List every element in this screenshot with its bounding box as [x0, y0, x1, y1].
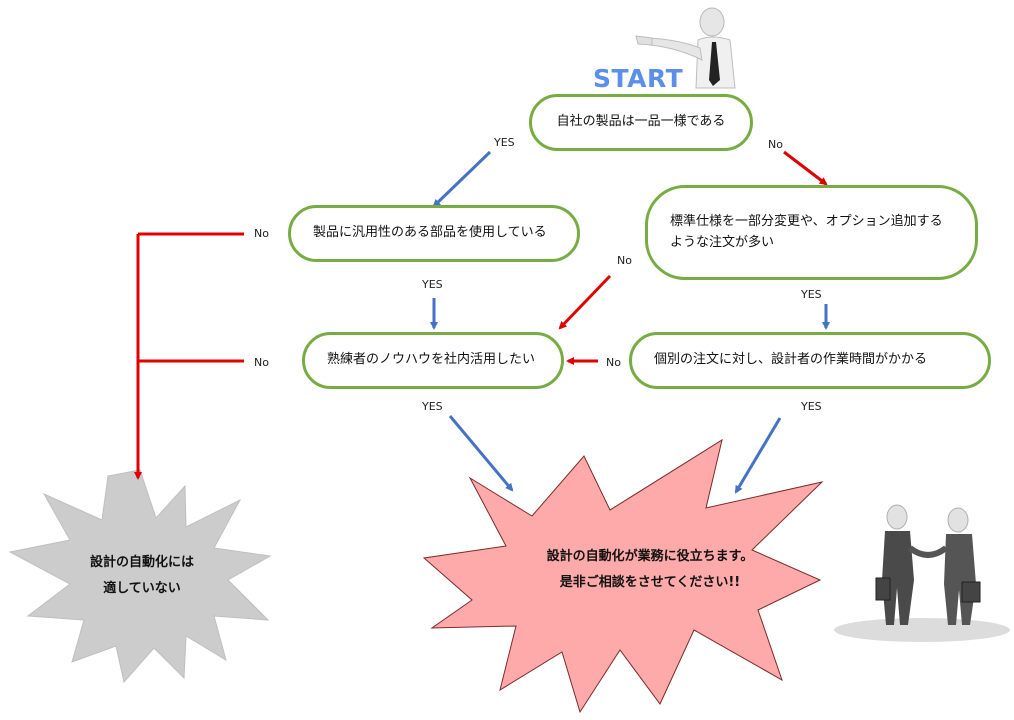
start-label: START: [593, 64, 684, 93]
not-suitable-starburst: [8, 469, 272, 684]
arrow-q5-yes: [734, 417, 782, 494]
label-q5-no: No: [606, 356, 621, 369]
label-q1-yes: YES: [494, 136, 515, 149]
not-suitable-text: 設計の自動化には 適していない: [68, 550, 216, 602]
arrow-q3-no: [558, 274, 612, 330]
arrow-q1-no: [783, 150, 828, 186]
decision-text: 熟練者のノウハウを社内活用したい: [327, 352, 536, 368]
decision-text: 個別の注文に対し、設計者の作業時間がかかる: [654, 352, 928, 368]
label-q1-no: No: [768, 138, 783, 151]
label-q3-yes: YES: [801, 288, 822, 301]
handshake-businessmen-icon: [834, 504, 1010, 642]
label-q2-no: No: [254, 227, 269, 240]
label-q3-no: No: [617, 254, 632, 267]
decision-one-off-products: 自社の製品は一品一様である: [529, 94, 753, 151]
pointing-person-icon: [635, 7, 736, 89]
suitable-text: 設計の自動化が業務に役立ちます。 是非ご相談をさせてください!!: [510, 544, 790, 596]
decision-share-expert-knowhow: 熟練者のノウハウを社内活用したい: [302, 332, 564, 389]
arrow-no-to-not-suitable: [134, 232, 244, 480]
decision-common-parts: 製品に汎用性のある部品を使用している: [288, 205, 580, 262]
not-suitable-line1: 設計の自動化には: [89, 555, 194, 570]
decision-text: 自社の製品は一品一様である: [556, 114, 726, 130]
suitable-line2: 是非ご相談をさせてください!!: [559, 575, 741, 590]
label-q2-yes: YES: [422, 278, 443, 291]
label-q5-yes: YES: [801, 400, 822, 413]
arrow-q1-yes: [432, 150, 492, 208]
suitable-line1: 設計の自動化が業務に役立ちます。: [546, 549, 754, 564]
suitable-starburst: [422, 438, 824, 714]
label-q4-yes: YES: [422, 400, 443, 413]
decision-text: 標準仕様を一部分変更や、オプション追加するような注文が多い: [670, 213, 943, 250]
decision-spec-variation-orders: 標準仕様を一部分変更や、オプション追加するような注文が多い: [645, 185, 978, 280]
not-suitable-line2: 適していない: [103, 581, 181, 596]
arrow-q4-yes: [448, 415, 514, 492]
decision-text: 製品に汎用性のある部品を使用している: [313, 225, 547, 241]
label-q4-no: No: [254, 356, 269, 369]
decision-design-time-per-order: 個別の注文に対し、設計者の作業時間がかかる: [629, 332, 991, 389]
